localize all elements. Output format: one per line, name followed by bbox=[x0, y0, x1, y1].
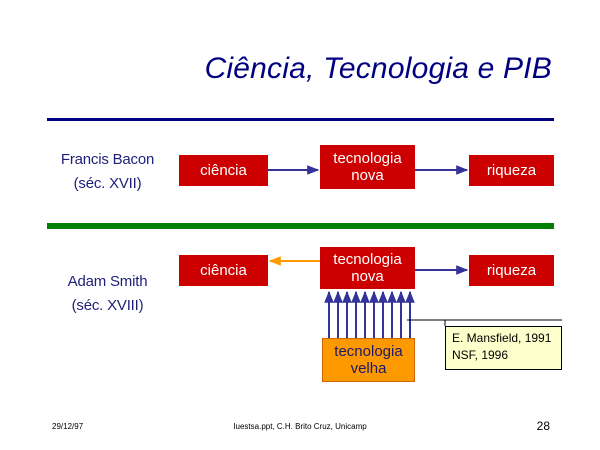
box-riqueza: riqueza bbox=[469, 155, 554, 186]
box-ciencia: ciência bbox=[179, 155, 268, 186]
reference-box: E. Mansfield, 1991 NSF, 1996 bbox=[445, 326, 562, 370]
person-period: (séc. XVIII) bbox=[71, 297, 144, 314]
person-name: Francis Bacon bbox=[60, 151, 155, 168]
box-label-line1: tecnologia bbox=[334, 343, 403, 360]
reference-leader-line bbox=[407, 319, 446, 326]
section-divider bbox=[47, 223, 554, 229]
person-period: (séc. XVII) bbox=[73, 175, 142, 192]
person-adam-smith: Adam Smith (séc. XVIII) bbox=[30, 270, 185, 318]
person-francis-bacon: Francis Bacon (séc. XVII) bbox=[30, 148, 185, 196]
box-label: riqueza bbox=[486, 262, 537, 279]
reference-line: NSF, 1996 bbox=[452, 348, 509, 362]
box-tecnologia-nova: tecnologia nova bbox=[320, 145, 415, 189]
footer-date: 29/12/97 bbox=[52, 422, 84, 431]
box-tecnologia-nova: tecnologia nova bbox=[320, 247, 415, 289]
box-label-line2: nova bbox=[351, 268, 384, 285]
box-ciencia: ciência bbox=[179, 255, 268, 286]
box-label: ciência bbox=[200, 262, 247, 279]
arrow-bundle-velha-to-nova bbox=[324, 290, 415, 338]
box-label-line1: tecnologia bbox=[333, 150, 402, 167]
box-label: ciência bbox=[200, 162, 247, 179]
title-underline bbox=[47, 118, 554, 121]
box-riqueza: riqueza bbox=[469, 255, 554, 286]
box-label-line2: velha bbox=[350, 360, 387, 377]
box-tecnologia-velha: tecnologia velha bbox=[322, 338, 415, 382]
box-label-line2: nova bbox=[351, 167, 384, 184]
box-label-line1: tecnologia bbox=[333, 251, 402, 268]
footer-source: Iuestsa.ppt, C.H. Brito Cruz, Unicamp bbox=[233, 422, 367, 431]
person-name: Adam Smith bbox=[67, 273, 148, 290]
box-label: riqueza bbox=[486, 162, 537, 179]
reference-line: E. Mansfield, 1991 bbox=[452, 331, 552, 345]
page-number: 28 bbox=[536, 419, 550, 433]
slide-title: Ciência, Tecnologia e PIB bbox=[204, 52, 552, 85]
